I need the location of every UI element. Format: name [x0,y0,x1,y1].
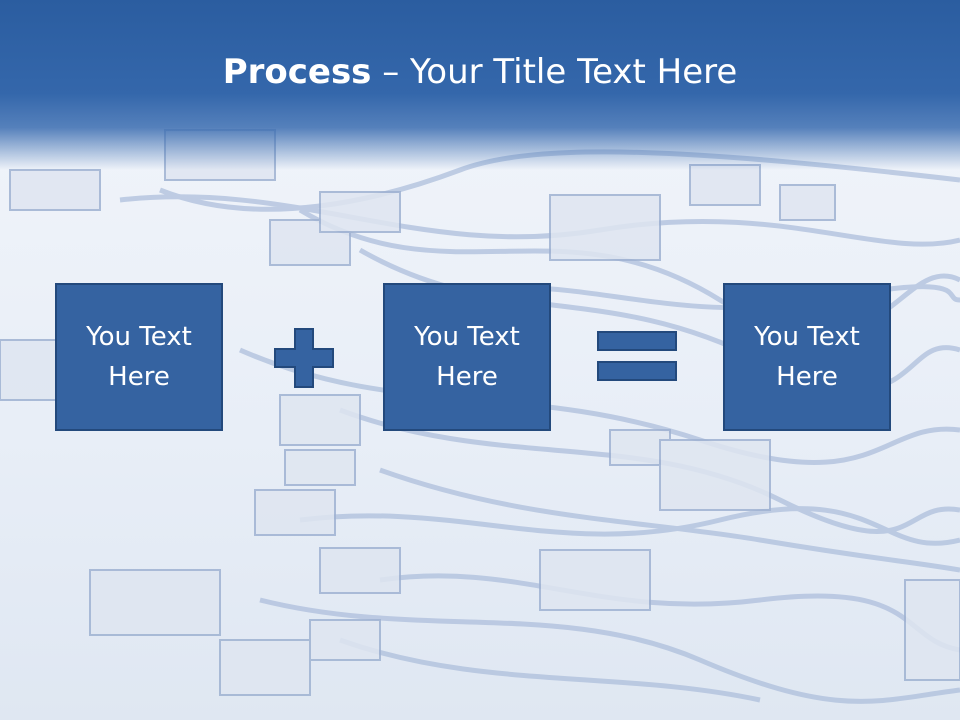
process-box-1[interactable]: You Text Here [55,283,223,431]
equals-icon [597,331,677,381]
process-box-2-text: You Text Here [414,322,520,392]
slide-title: Process – Your Title Text Here [0,52,960,92]
process-box-3[interactable]: You Text Here [723,283,891,431]
header-band [0,0,960,170]
title-bold: Process [222,52,372,92]
process-box-1-text: You Text Here [86,322,192,392]
process-box-2[interactable]: You Text Here [383,283,551,431]
process-box-3-text: You Text Here [754,322,860,392]
plus-icon [274,328,334,388]
title-rest: – Your Title Text Here [371,52,738,92]
